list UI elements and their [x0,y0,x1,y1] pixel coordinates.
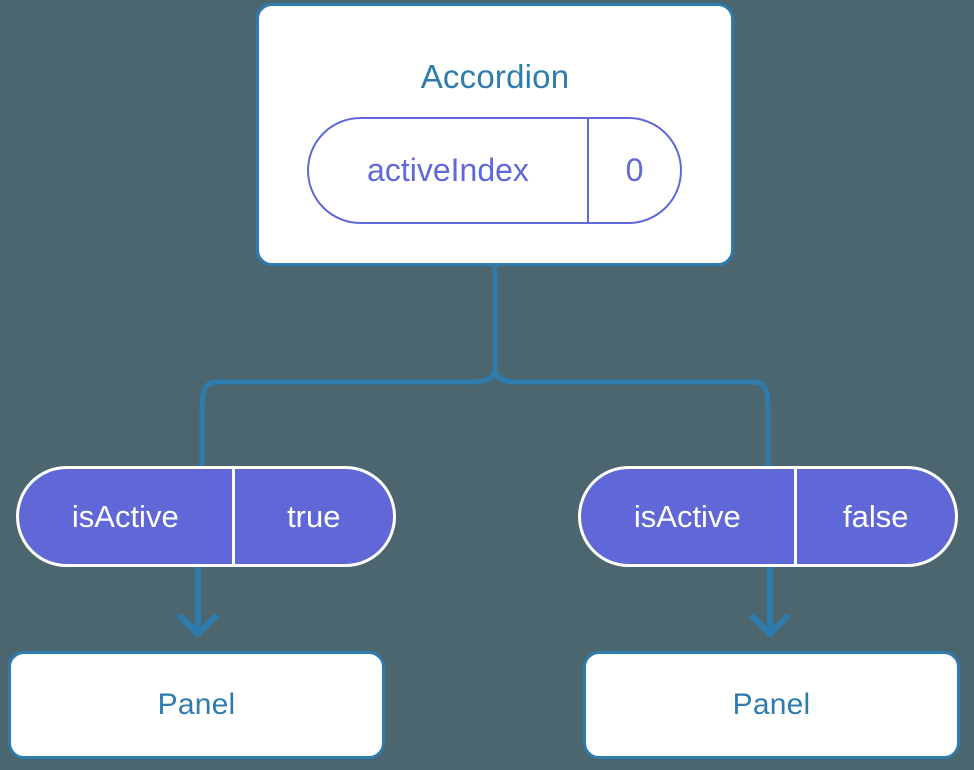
branch-connector-path [199,263,771,469]
prop-key-isactive-left: isActive [71,498,179,534]
prop-value-isactive-left: true [231,469,393,564]
component-card-panel-left[interactable]: Panel [8,651,385,759]
arrow-right [750,566,790,637]
state-pill-activeindex[interactable]: activeIndex 0 [307,117,682,224]
state-key-activeindex: activeIndex [367,152,529,188]
prop-pill-isactive-true[interactable]: isActive true [16,466,396,567]
prop-key-isactive-right: isActive [633,498,741,534]
prop-pill-isactive-false[interactable]: isActive false [578,466,958,567]
component-title-panel-right: Panel [732,688,811,721]
component-card-panel-right[interactable]: Panel [583,651,960,759]
arrow-left [178,566,218,637]
component-title-accordion: Accordion [420,58,570,95]
component-title-panel-left: Panel [157,688,236,721]
state-value-activeindex: 0 [586,119,680,222]
prop-value-isactive-right: false [793,469,955,564]
